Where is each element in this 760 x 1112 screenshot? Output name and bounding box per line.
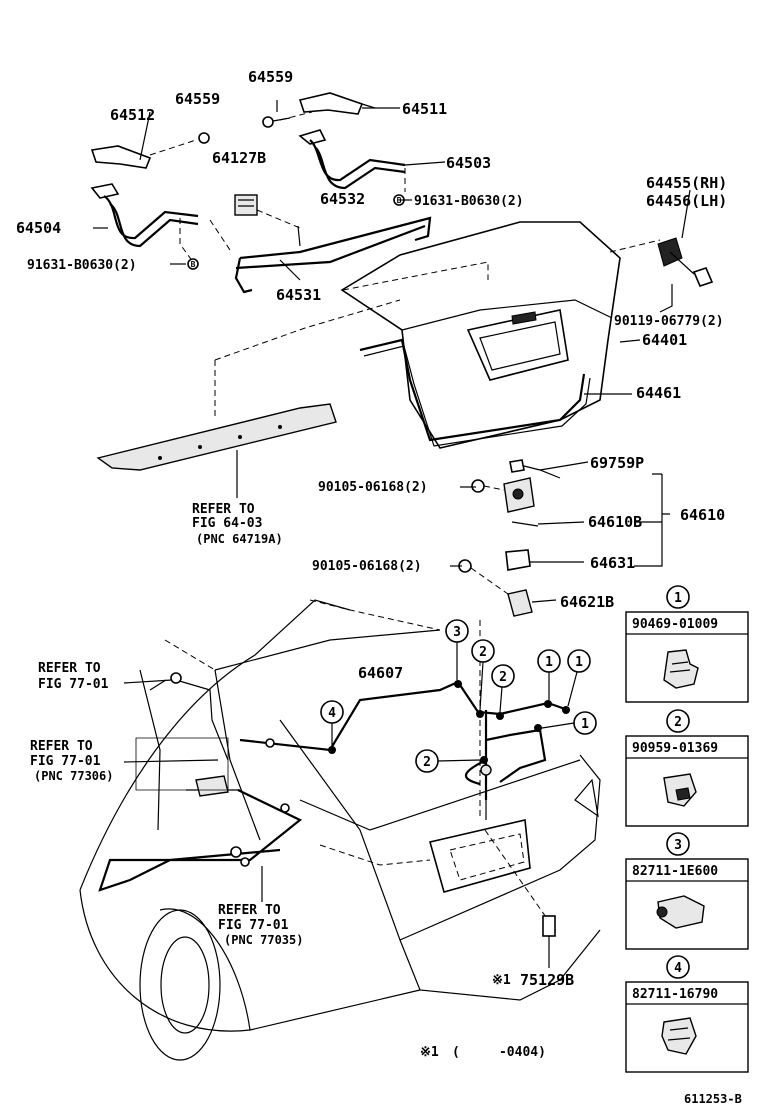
callout-2c: 2 [423,755,431,770]
label-64631: 64631 [590,554,635,572]
car-body-rear [79,599,601,1061]
part-labels: 64559 64559 64512 64511 64127B 64503 645… [16,68,727,989]
label-64559-upper: 64559 [248,68,293,86]
label-64504: 64504 [16,219,61,237]
label-64559-left: 64559 [175,90,220,108]
ref-77-01-b-line2: FIG 77-01 [30,754,101,769]
ref-64-03-line1: REFER TO [192,502,255,517]
figure-id: 611253-B [684,1092,742,1106]
hinge-assembly: B B [90,92,432,294]
callout-1c: 1 [581,717,589,732]
callout-2a: 2 [479,645,487,660]
label-64607: 64607 [358,664,403,682]
reference-notes: REFER TO FIG 64-03 (PNC 64719A) REFER TO… [30,502,303,947]
label-90119: 90119-06779(2) [614,314,724,329]
callout-markers: 3 2 2 1 1 1 4 2 [320,619,597,773]
legend-part-4: 82711-16790 [632,987,718,1002]
label-64456: 64456(LH) [646,192,727,210]
footer: ※1 ( -0404) 611253-B [420,1045,742,1106]
ref-77-01-c-line2: FIG 77-01 [218,918,289,933]
legend-part-1: 90469-01009 [632,617,718,632]
label-64610: 64610 [680,506,725,524]
opener-cable [98,672,570,968]
label-64503: 64503 [446,154,491,172]
ref-77-01-a-line2: FIG 77-01 [38,677,109,692]
clamp-1-icon [663,649,699,689]
callout-1a: 1 [545,655,553,670]
ref-64-03-line3: (PNC 64719A) [196,532,283,546]
label-90105-lower: 90105-06168(2) [312,559,422,574]
clamp-2-icon [663,773,697,807]
label-90105-upper: 90105-06168(2) [318,480,428,495]
legend-part-3: 82711-1E600 [632,864,718,879]
callout-4: 4 [328,706,336,721]
stopper-parts [657,237,714,313]
label-64455: 64455(RH) [646,174,727,192]
ref-77-01-a-line1: REFER TO [38,661,101,676]
footnote-text: ( -0404) [452,1045,546,1060]
legend-num-4: 4 [674,961,682,976]
ref-77-01-c-line1: REFER TO [218,903,281,918]
label-64610b: 64610B [588,513,642,531]
legend-num-1: 1 [674,591,682,606]
footnote-mark: ※1 [420,1045,439,1060]
label-64401: 64401 [642,331,687,349]
label-64511: 64511 [402,100,447,118]
label-75129b: 75129B [520,971,574,989]
legend-part-2: 90959-01369 [632,741,718,756]
callout-3: 3 [453,625,461,640]
ref-64-03-line2: FIG 64-03 [192,516,262,531]
clamp-legend: 1 90469-01009 2 90959-01369 3 82711-1E60… [625,585,749,1073]
clamp-3-icon [656,895,705,929]
label-69759p: 69759P [590,454,644,472]
svg-text:B: B [397,196,402,205]
callout-2b: 2 [499,670,507,685]
lid-trim-panel [96,403,337,498]
ref-77-01-b-line3: (PNC 77306) [34,769,113,783]
legend-num-3: 3 [674,838,682,853]
label-64512: 64512 [110,106,155,124]
label-64461: 64461 [636,384,681,402]
legend-num-2: 2 [674,715,682,730]
label-75129b-mark: ※1 [492,973,511,988]
clamp-4-icon [661,1017,697,1055]
label-91631-left: 91631-B0630(2) [27,258,137,273]
label-64531: 64531 [276,286,321,304]
label-91631-right: 91631-B0630(2) [414,194,524,209]
label-64532: 64532 [320,190,365,208]
luggage-door-panel [214,221,661,449]
label-64127b: 64127B [212,149,266,167]
svg-text:B: B [191,260,196,269]
lock-assembly [458,459,670,617]
callout-1b: 1 [575,655,583,670]
label-64621b: 64621B [560,593,614,611]
ref-77-01-b-line1: REFER TO [30,739,93,754]
leader-lines [93,107,691,603]
ref-77-01-c-line3: (PNC 77035) [224,933,303,947]
